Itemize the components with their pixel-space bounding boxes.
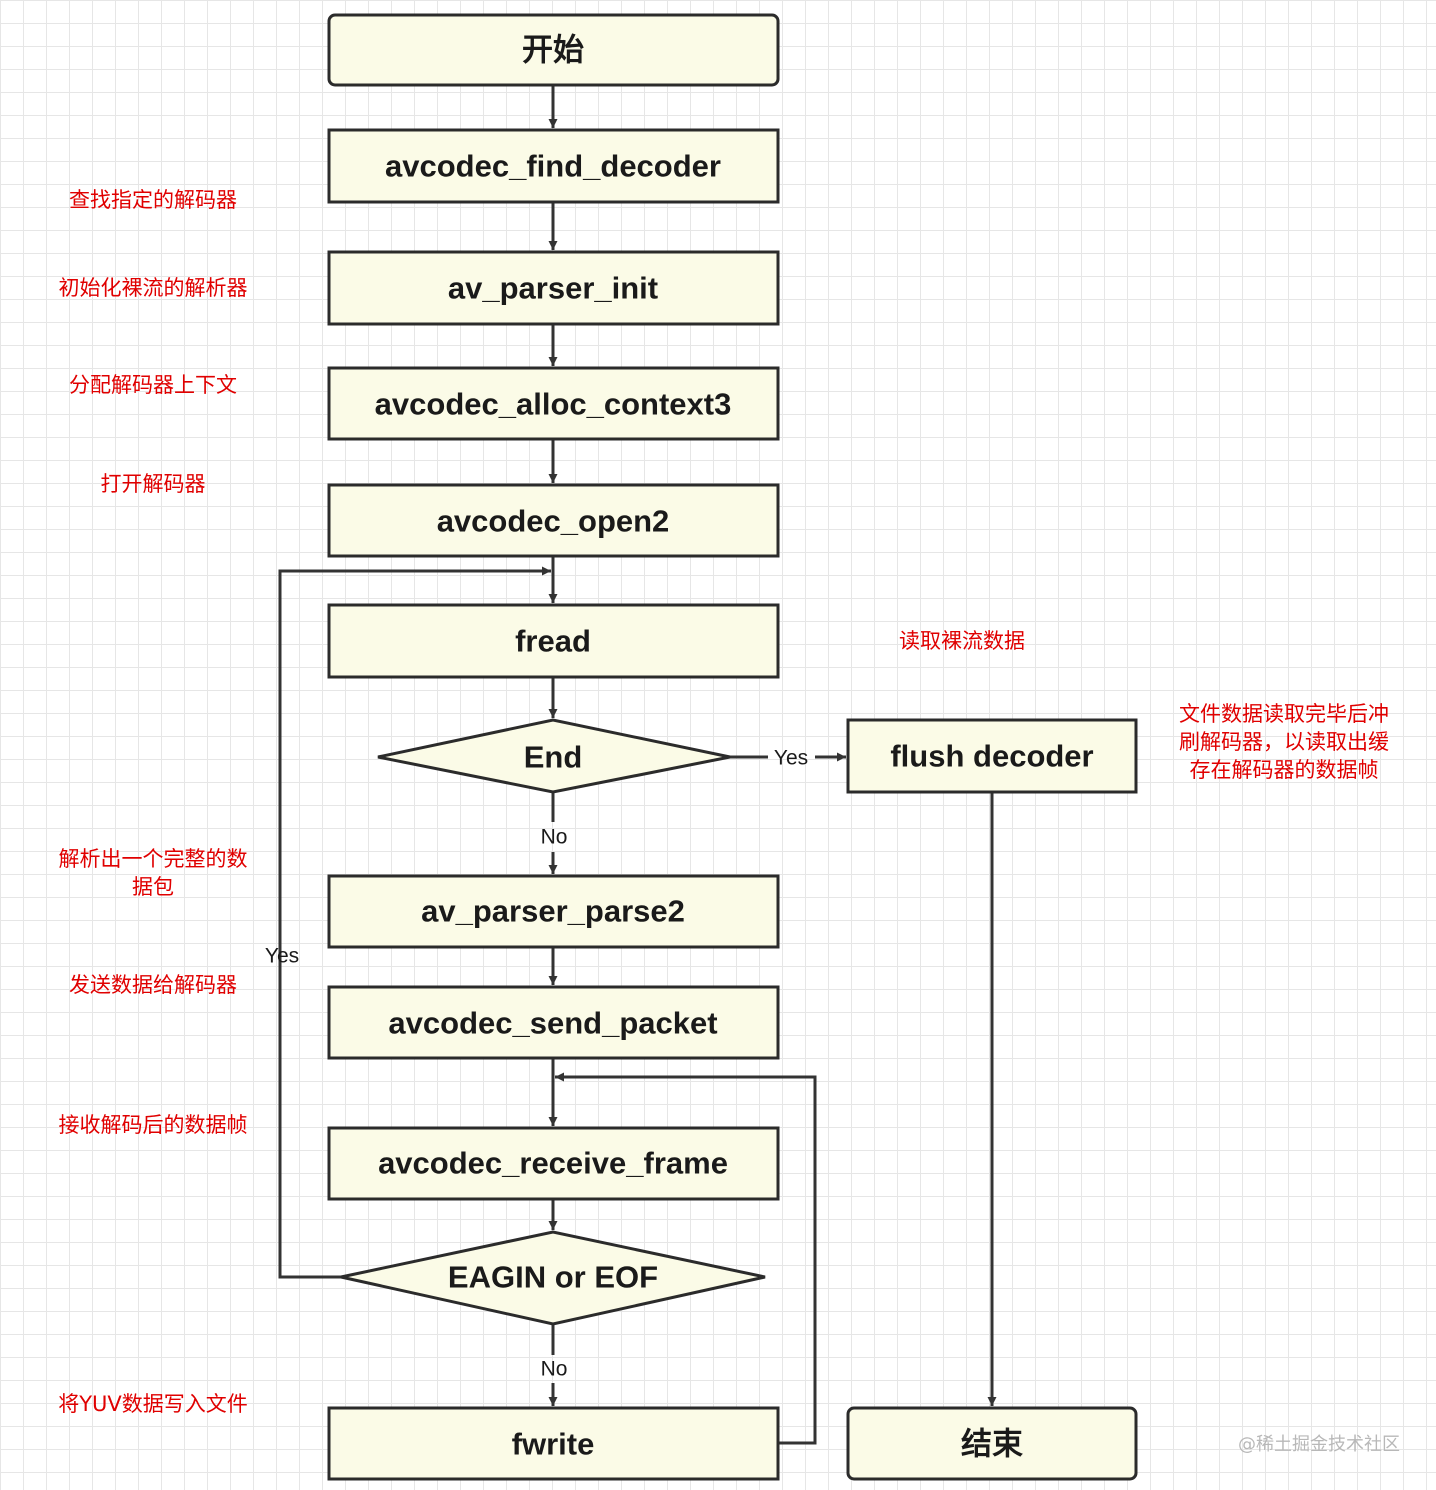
flush-decoder-label: flush decoder (890, 739, 1093, 774)
alloc-context-label: avcodec_alloc_context3 (375, 387, 732, 422)
fread-label: fread (515, 624, 591, 659)
parser-init-box (327, 250, 780, 326)
find-decoder-label: avcodec_find_decoder (385, 149, 721, 184)
fwrite-label: fwrite (512, 1427, 595, 1462)
end-no-label: No (541, 826, 568, 849)
note-parser-init: 初始化裸流的解析器 (58, 276, 248, 300)
find-decoder-box (327, 128, 780, 204)
send-packet-label: avcodec_send_packet (388, 1006, 717, 1041)
watermark: @稀土掘金技术社区 (1238, 1434, 1400, 1455)
end-yes-label: Yes (774, 747, 808, 770)
note-send-packet: 发送数据给解码器 (69, 973, 237, 997)
arrow-eagain-yes-loop-to-fread (278, 566, 551, 1279)
finish-box (846, 1406, 1138, 1481)
note-open2: 打开解码器 (100, 472, 206, 496)
note-fread: 读取裸流数据 (899, 629, 1025, 653)
open2-box (327, 483, 780, 558)
flush-decoder-box (846, 718, 1138, 794)
receive-frame-box (327, 1126, 780, 1201)
fwrite-box (327, 1406, 780, 1481)
eagain-decision-label: EAGIN or EOF (448, 1260, 658, 1295)
eagain-yes-label: Yes (265, 945, 299, 968)
note-receive-frame: 接收解码后的数据帧 (58, 1113, 248, 1137)
parser-init-label: av_parser_init (448, 271, 658, 306)
end-decision-label: End (524, 740, 583, 775)
note-find-decoder: 查找指定的解码器 (69, 188, 237, 212)
note-flush: 文件数据读取完毕后冲 刷解码器，以读取出缓 存在解码器的数据帧 (1179, 702, 1389, 782)
end-decision-diamond (377, 718, 731, 794)
arrow-fwrite-loop-to-receive-frame (555, 1072, 817, 1445)
eagain-no-label: No (541, 1358, 568, 1381)
start-label: 开始 (522, 33, 584, 68)
parse2-label: av_parser_parse2 (421, 894, 685, 929)
parse2-box (327, 874, 780, 949)
note-fwrite: 将YUV数据写入文件 (58, 1392, 248, 1416)
start-box (327, 13, 780, 87)
alloc-context-box (327, 366, 780, 441)
open2-label: avcodec_open2 (437, 504, 670, 539)
finish-label: 结束 (961, 1427, 1023, 1462)
eagain-decision-diamond (340, 1230, 766, 1326)
note-alloc-context: 分配解码器上下文 (69, 373, 237, 397)
receive-frame-label: avcodec_receive_frame (378, 1146, 728, 1181)
fread-box (327, 603, 780, 679)
note-parse2: 解析出一个完整的数 据包 (58, 847, 248, 899)
send-packet-box (327, 985, 780, 1060)
